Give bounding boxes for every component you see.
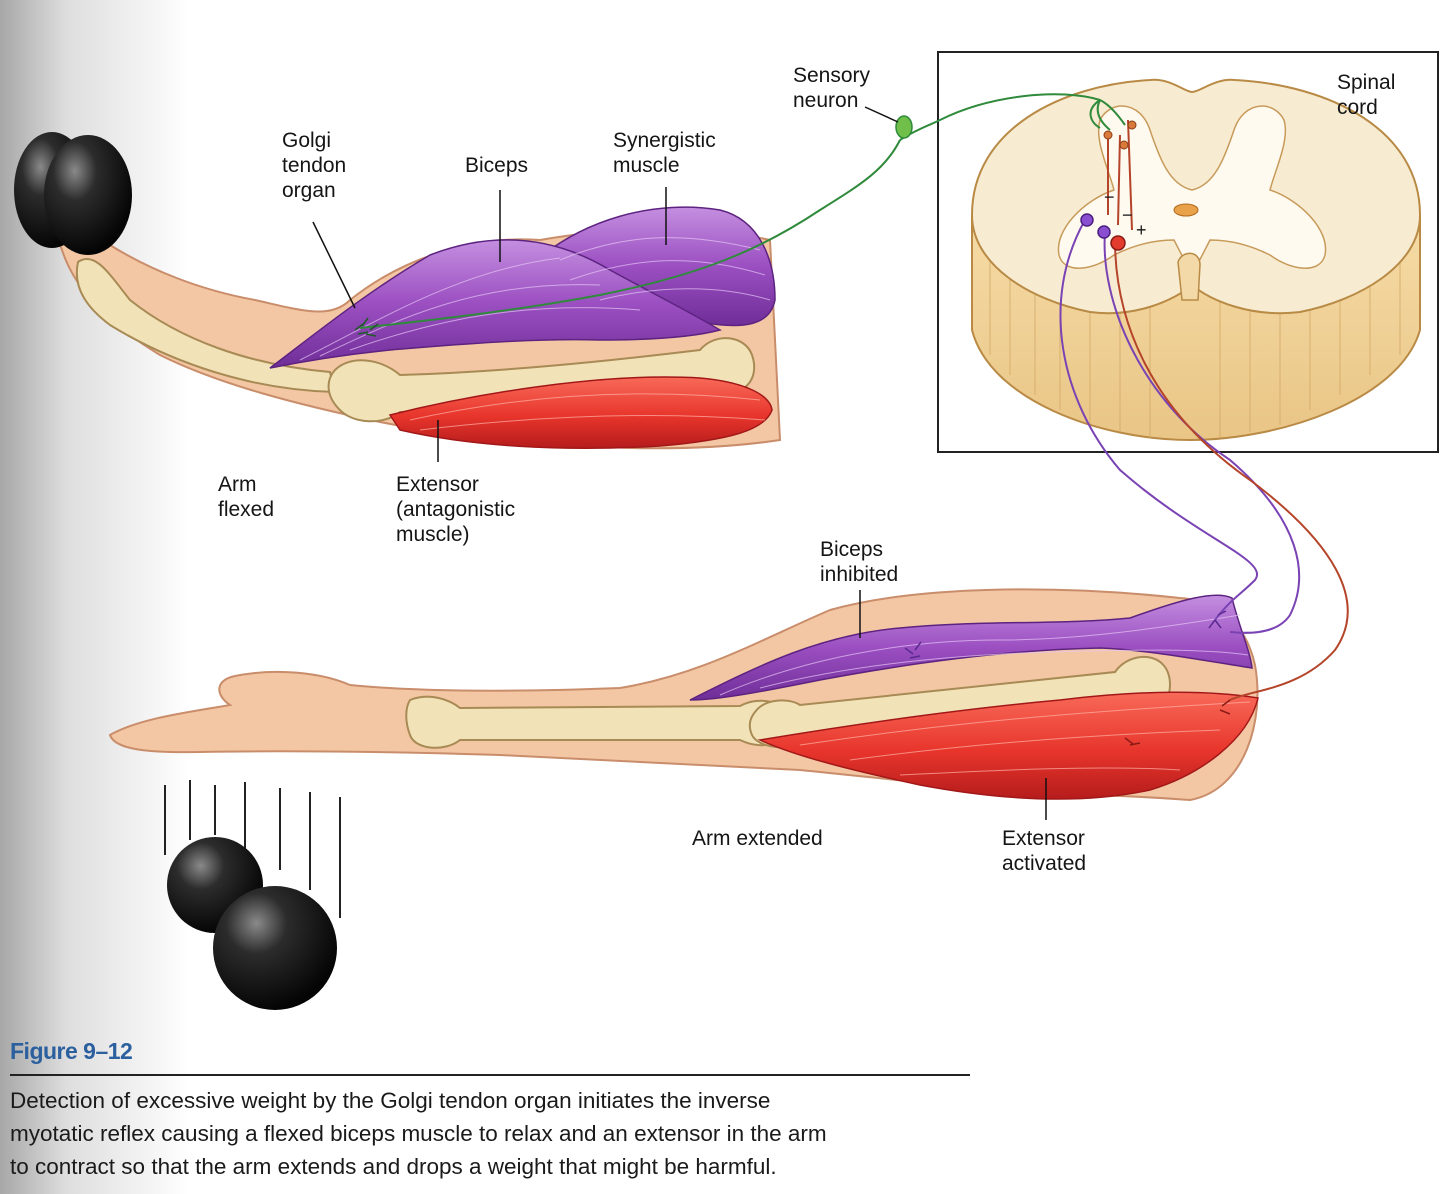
- leader-lines: [312, 106, 1047, 820]
- sensory-neuron-path: [359, 93, 1126, 329]
- excitatory-sign: +: [1136, 220, 1147, 240]
- label-line: Spinal: [1337, 71, 1396, 94]
- falling-dumbbell: [164, 780, 341, 1010]
- extended-arm: [108, 588, 1259, 802]
- label-line: Arm: [218, 473, 257, 496]
- label-line: Sensory: [793, 64, 871, 87]
- figure-caption: Detection of excessive weight by the Gol…: [10, 1084, 960, 1183]
- flexed-extensor-muscle: [388, 376, 773, 450]
- label-line: flexed: [218, 498, 275, 521]
- synergistic-muscle-label: Synergistic muscle: [613, 128, 716, 178]
- inhibitory-sign-1: −: [1104, 187, 1115, 207]
- biceps-inhibited-label: Biceps inhibited: [820, 537, 898, 587]
- label-line: organ: [282, 179, 336, 202]
- label-line: Extensor: [396, 473, 479, 496]
- golgi-tendon-receptor: [354, 317, 379, 337]
- flexed-arm: [14, 132, 782, 450]
- label-line: neuron: [793, 89, 859, 112]
- label-line: Biceps: [820, 538, 884, 561]
- caption-line: myotatic reflex causing a flexed biceps …: [10, 1121, 827, 1146]
- extended-biceps-muscle: [689, 594, 1253, 701]
- inhibitory-sign-2: −: [1122, 205, 1133, 225]
- label-line: Golgi: [282, 129, 332, 152]
- caption-divider: [10, 1074, 970, 1076]
- label-line: Synergistic: [613, 129, 716, 152]
- label-line: tendon: [282, 154, 347, 177]
- caption-line: Detection of excessive weight by the Gol…: [10, 1088, 771, 1113]
- label-line: cord: [1337, 96, 1378, 119]
- extended-extensor-muscle: [757, 691, 1259, 800]
- biceps-label: Biceps: [465, 154, 529, 177]
- arm-extended-label: Arm extended: [692, 827, 823, 850]
- sensory-neuron-label: Sensory neuron: [793, 63, 870, 113]
- interneuron-and-motor-paths: [1059, 119, 1349, 701]
- central-canal: [1173, 203, 1199, 217]
- spinal-cord-label: Spinal cord: [1337, 70, 1395, 120]
- label-line: activated: [1002, 852, 1087, 875]
- neuron-cell-bodies: [1080, 120, 1137, 251]
- sensory-neuron-cell-body: [895, 115, 913, 139]
- dumbbell-front-weight: [44, 135, 132, 255]
- flexed-biceps-muscle: [269, 239, 722, 369]
- extensor-antagonistic-label: Extensor (antagonistic muscle): [396, 472, 515, 547]
- label-line: muscle: [613, 154, 680, 177]
- figure-title: Figure 9–12: [10, 1038, 133, 1064]
- extensor-activated-label: Extensor activated: [1002, 826, 1086, 876]
- spinal-cord-cross-section: [970, 78, 1422, 442]
- golgi-tendon-organ-label: Golgi tendon organ: [282, 128, 346, 203]
- motor-end-plates: [904, 610, 1231, 746]
- label-line: muscle): [396, 523, 470, 546]
- arm-flexed-label: Arm flexed: [218, 472, 274, 522]
- label-line: Extensor: [1002, 827, 1085, 850]
- flexed-humerus: [327, 337, 756, 423]
- label-line: (antagonistic: [396, 498, 516, 521]
- caption-line: to contract so that the arm extends and …: [10, 1154, 777, 1179]
- label-line: inhibited: [820, 563, 899, 586]
